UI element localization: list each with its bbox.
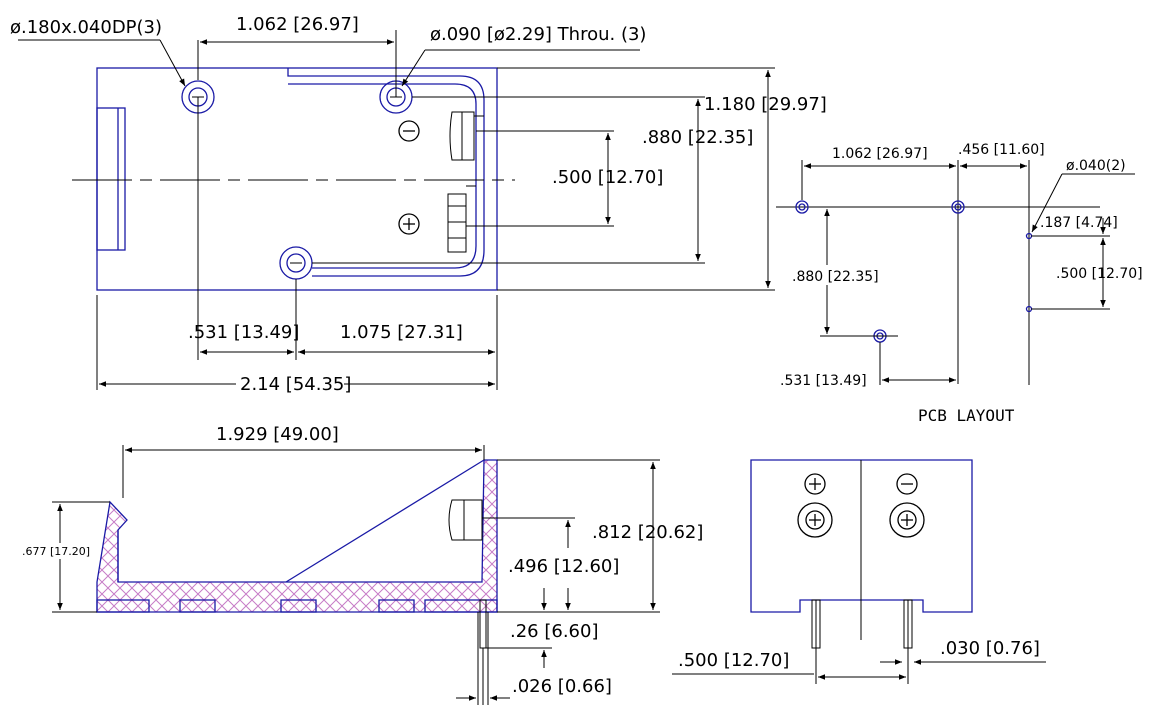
side-dim-total-height: .812 [20.62] bbox=[592, 522, 703, 543]
pcb-dim-vertical: .880 [22.35] bbox=[792, 269, 879, 285]
pcb-dim-pin-offset: .456 [11.60] bbox=[958, 142, 1045, 158]
contact-upper bbox=[449, 111, 484, 161]
top-view: 1.062 [26.97] ø.180x.040DP(3) ø.090 [ø2.… bbox=[10, 14, 827, 395]
side-view: 1.929 [49.00] .677 [17.20] .812 [20.62] … bbox=[20, 424, 703, 705]
end-dim-pin-thickness: .030 [0.76] bbox=[940, 638, 1040, 659]
dim-height-total: 1.180 [29.97] bbox=[704, 94, 827, 115]
end-hole-right bbox=[889, 502, 925, 538]
end-dim-pin-spacing: .500 [12.70] bbox=[678, 650, 789, 671]
end-plus-icon bbox=[804, 473, 826, 495]
side-dim-inner-length: 1.929 [49.00] bbox=[216, 424, 339, 445]
end-outline bbox=[750, 459, 973, 613]
pcb-hole-2 bbox=[951, 200, 965, 214]
minus-icon bbox=[398, 120, 420, 142]
battery-cavity bbox=[287, 68, 485, 277]
end-view: .500 [12.70] .030 [0.76] bbox=[672, 459, 1046, 684]
end-minus-icon bbox=[896, 473, 918, 495]
side-dim-pin-length: .26 [6.60] bbox=[510, 621, 598, 642]
pcb-dim-bottom-offset: .531 [13.49] bbox=[780, 373, 867, 389]
pcb-dim-pin-hole: ø.040(2) bbox=[1066, 158, 1126, 174]
end-hole-left bbox=[797, 502, 833, 538]
side-section bbox=[96, 459, 498, 613]
dim-height-holes: .880 [22.35] bbox=[642, 127, 753, 148]
dim-top-spacing: 1.062 [26.97] bbox=[236, 14, 359, 35]
side-dim-contact-height: .496 [12.60] bbox=[508, 556, 619, 577]
dim-bottom-hole-offset: .531 [13.49] bbox=[188, 322, 299, 343]
dim-pin-spacing: .500 [12.70] bbox=[552, 167, 663, 188]
pcb-dim-pin-top-offset: .187 [4.74] bbox=[1040, 215, 1118, 231]
side-dim-wall-height: .677 [17.20] bbox=[22, 545, 90, 558]
pcb-layout: 1.062 [26.97] .456 [11.60] ø.040(2) .187… bbox=[776, 142, 1143, 425]
pcb-dim-pin-spacing: .500 [12.70] bbox=[1056, 266, 1143, 282]
hole-callout-right: ø.090 [ø2.29] Throu. (3) bbox=[430, 24, 646, 45]
pcb-dim-hole-spacing: 1.062 [26.97] bbox=[832, 146, 928, 162]
pcb-hole-1 bbox=[795, 200, 809, 214]
plus-icon bbox=[398, 213, 420, 235]
end-slot bbox=[96, 107, 126, 251]
mounting-hole-3 bbox=[279, 246, 313, 280]
dim-total-length: 2.14 [54.35] bbox=[240, 374, 351, 395]
hole-callout-left: ø.180x.040DP(3) bbox=[10, 17, 162, 38]
side-dim-pin-width: .026 [0.66] bbox=[512, 676, 612, 697]
holder-outline bbox=[96, 67, 498, 291]
pcb-layout-title: PCB LAYOUT bbox=[918, 406, 1015, 425]
contact-lower bbox=[447, 185, 476, 253]
dim-bottom-hole-to-edge: 1.075 [27.31] bbox=[340, 322, 463, 343]
